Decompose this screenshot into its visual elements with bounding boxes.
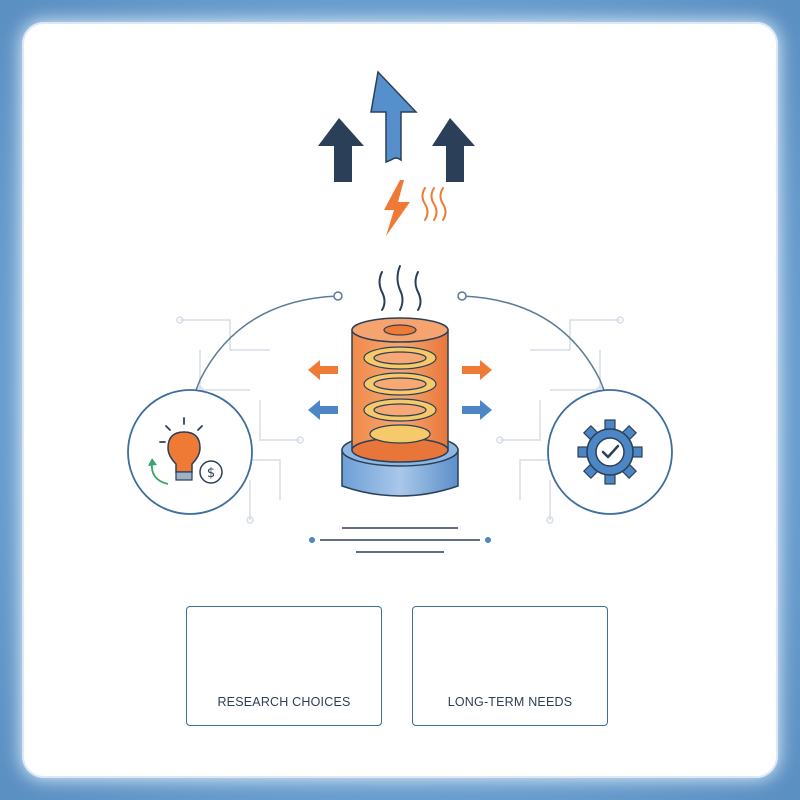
heat-wave-icon (421, 187, 447, 221)
heating-element-icon (341, 265, 459, 497)
gear-check-icon (577, 419, 643, 485)
long-term-needs-card: LONG-TERM NEEDS (412, 606, 608, 726)
base-lines (309, 527, 491, 553)
research-choices-label: RESEARCH CHOICES (217, 695, 351, 709)
outward-arrow-left-icon (308, 360, 338, 380)
svg-text:$: $ (207, 466, 215, 481)
long-term-needs-label: LONG-TERM NEEDS (447, 695, 573, 709)
lightning-icon (384, 180, 410, 236)
right-arc (461, 295, 605, 391)
outward-arrow-right-icon (462, 360, 492, 380)
left-circle: $ (127, 389, 253, 515)
right-arc-node (457, 291, 467, 301)
research-choices-card: RESEARCH CHOICES (186, 606, 382, 726)
lightbulb-dollar-icon: $ (148, 417, 223, 485)
inward-arrow-right-icon (462, 400, 492, 420)
left-arc (195, 295, 339, 391)
right-circle (547, 389, 673, 515)
arrows-up-icon (318, 70, 475, 182)
left-arc-node (333, 291, 343, 301)
inward-arrow-left-icon (308, 400, 338, 420)
